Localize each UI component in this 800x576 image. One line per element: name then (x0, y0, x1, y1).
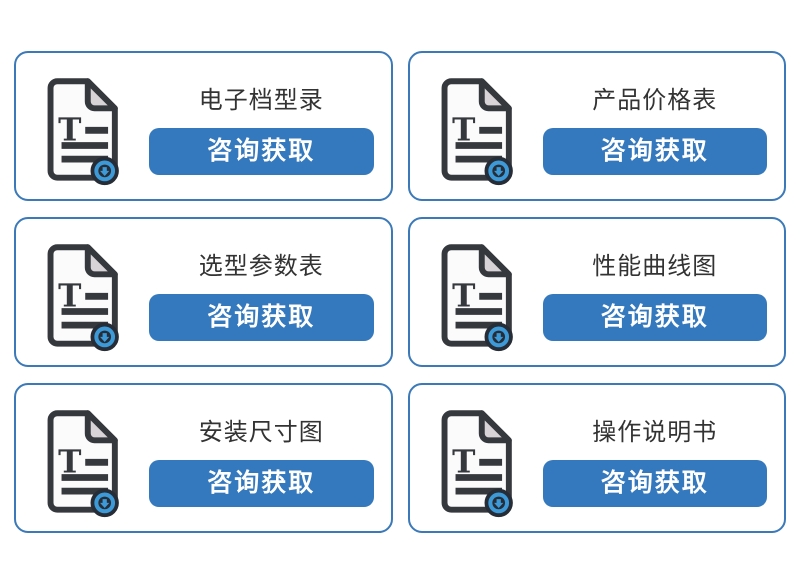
consult-button[interactable]: 咨询获取 (542, 459, 767, 507)
consult-button[interactable]: 咨询获取 (149, 293, 374, 341)
card-title: 操作说明书 (592, 418, 718, 446)
card-selection-parameters: T 选型参数表 咨询获取 (14, 217, 393, 367)
svg-text:T: T (452, 278, 475, 314)
document-download-icon: T (431, 242, 519, 354)
card-electronic-catalog: T 电子档型录 咨询获取 (14, 51, 393, 201)
card-content: 性能曲线图 咨询获取 (542, 246, 767, 341)
document-download-icon: T (37, 408, 125, 520)
document-download-icon: T (37, 76, 125, 188)
card-content: 产品价格表 咨询获取 (542, 80, 767, 175)
cards-grid: T 电子档型录 咨询获取 T 产品价格表 咨询获取 (14, 51, 786, 533)
document-download-icon: T (37, 242, 125, 354)
card-title: 产品价格表 (592, 86, 718, 114)
card-title: 安装尺寸图 (198, 418, 324, 446)
consult-button[interactable]: 咨询获取 (542, 293, 767, 341)
svg-text:T: T (58, 112, 81, 148)
svg-text:T: T (58, 444, 81, 480)
card-installation-dimensions: T 安装尺寸图 咨询获取 (14, 383, 393, 533)
card-product-price-list: T 产品价格表 咨询获取 (407, 51, 786, 201)
consult-button[interactable]: 咨询获取 (542, 127, 767, 175)
consult-button[interactable]: 咨询获取 (149, 459, 374, 507)
card-content: 操作说明书 咨询获取 (542, 412, 767, 507)
svg-text:T: T (452, 444, 475, 480)
card-content: 安装尺寸图 咨询获取 (149, 412, 374, 507)
svg-text:T: T (58, 278, 81, 314)
card-title: 选型参数表 (198, 252, 324, 280)
document-download-icon: T (431, 76, 519, 188)
svg-text:T: T (452, 112, 475, 148)
document-download-icon: T (431, 408, 519, 520)
card-operation-manual: T 操作说明书 咨询获取 (407, 383, 786, 533)
card-content: 选型参数表 咨询获取 (149, 246, 374, 341)
card-content: 电子档型录 咨询获取 (149, 80, 374, 175)
consult-button[interactable]: 咨询获取 (149, 127, 374, 175)
card-title: 性能曲线图 (592, 252, 718, 280)
card-performance-curve: T 性能曲线图 咨询获取 (407, 217, 786, 367)
card-title: 电子档型录 (198, 86, 324, 114)
